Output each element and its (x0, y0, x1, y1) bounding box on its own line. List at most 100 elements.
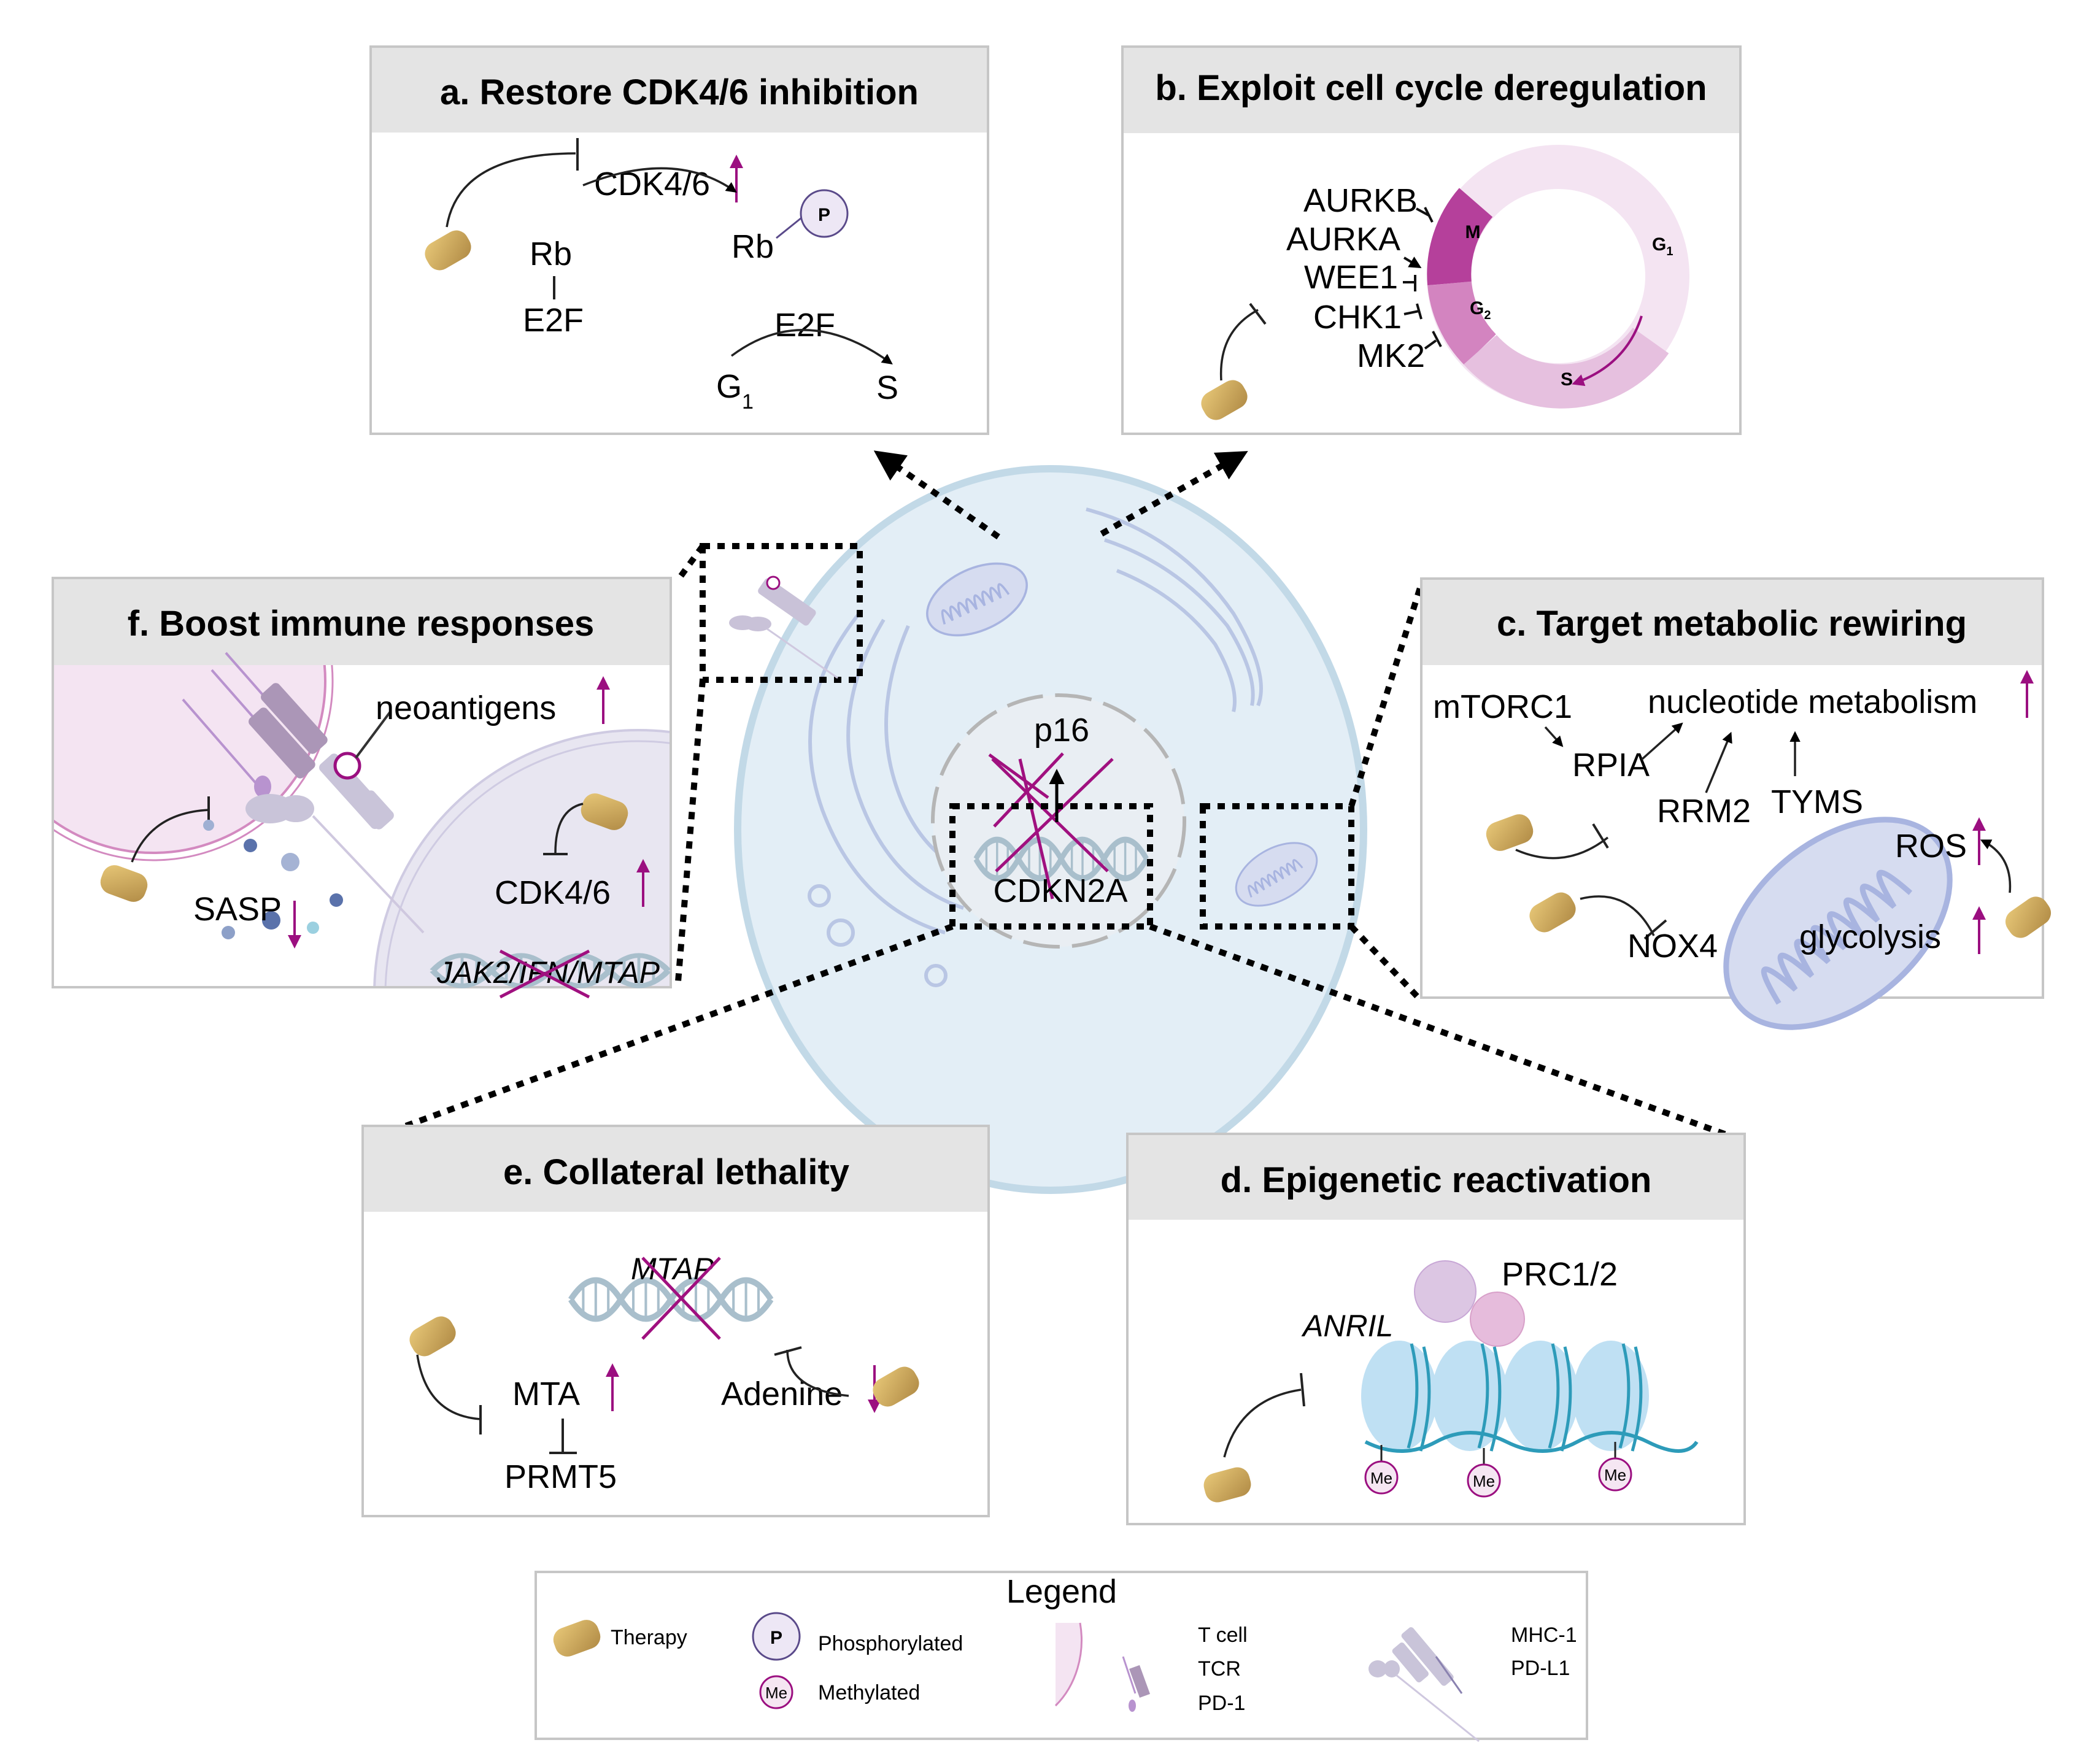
svg-text:Me: Me (1370, 1469, 1392, 1487)
panel-b-title: b. Exploit cell cycle deregulation (1155, 68, 1707, 108)
inhibition-arrow (1219, 309, 1259, 381)
panel-d: d. Epigenetic reactivation PRC1/2 ANRIL … (1126, 1133, 1746, 1525)
svg-text:G1: G1 (1652, 234, 1673, 258)
rb-label-left: Rb (530, 236, 572, 272)
panel-d-title: d. Epigenetic reactivation (1221, 1160, 1652, 1200)
inhibition-marks (1403, 207, 1442, 350)
sasp-particles-icon (203, 820, 343, 939)
mtorc1-label: mTORC1 (1433, 688, 1572, 725)
svg-text:M: M (1465, 222, 1481, 242)
ros-label: ROS (1895, 828, 1967, 865)
cross-mark (641, 1257, 721, 1340)
svg-text:P: P (770, 1628, 782, 1648)
legend-pd1: PD-1 (1198, 1692, 1245, 1715)
cross-mark-a (991, 758, 1109, 872)
panel-f: f. Boost immune responses neoantigens CD… (52, 577, 672, 999)
endoplasmic-reticulum-icon (808, 507, 1263, 987)
panel-e-title: e. Collateral lethality (503, 1152, 849, 1192)
panel-c-title: c. Target metabolic rewiring (1497, 604, 1967, 644)
neoantigens-label: neoantigens (376, 690, 556, 726)
phosphate-icon (752, 1612, 801, 1661)
phase-m (1427, 188, 1493, 286)
legend-pdl1: PD-L1 (1511, 1657, 1570, 1680)
legend-tcell: T cell (1198, 1623, 1248, 1647)
g1-to-s-arrow (730, 329, 893, 365)
inhibition-arrow (446, 152, 576, 228)
panel-c: c. Target metabolic rewiring mTORC1 nucl… (1420, 577, 2056, 1069)
panel-f-header (54, 579, 670, 665)
phase-s (1464, 327, 1669, 409)
panel-a-title: a. Restore CDK4/6 inhibition (440, 72, 919, 112)
nucleotide-metabolism-label: nucleotide metabolism (1648, 684, 1977, 720)
tcr-mhc-complex-icon (182, 652, 425, 934)
methyl-icon (1598, 1457, 1632, 1492)
zoom-box-mitochondrion (1200, 803, 1354, 930)
e2f-label-right: E2F (774, 307, 835, 344)
phosphate-icon (800, 189, 849, 238)
svg-text:S: S (1561, 369, 1573, 390)
legend-methylated: Methylated (818, 1681, 920, 1704)
panel-a: a. Restore CDK4/6 inhibition CDK4/6 Rb E… (369, 45, 989, 435)
mta-label: MTA (512, 1376, 580, 1412)
prc-label: PRC1/2 (1502, 1256, 1618, 1293)
svg-text:Me: Me (1473, 1472, 1495, 1490)
inhibition-arrow (1223, 1388, 1302, 1458)
svg-text:Me: Me (765, 1684, 787, 1702)
legend-tcell-icon (1054, 1622, 1151, 1712)
glycolysis-label: glycolysis (1799, 918, 1941, 955)
panel-e: e. Collateral lethality MTAP MTA PRMT5 A… (361, 1125, 990, 1517)
target-aurkb: AURKB (1303, 182, 1418, 219)
legend-mhc-pdl1-icon (1368, 1627, 1480, 1743)
inhibition-arrow (786, 1349, 849, 1397)
svg-text:G2: G2 (1470, 298, 1491, 322)
s-label: S (876, 369, 898, 406)
connector-c (1348, 585, 1424, 1003)
central-cell: p16 CDKN2A (379, 450, 1746, 1194)
prc2-icon (1470, 1292, 1525, 1347)
mtap-label: MTAP (631, 1252, 714, 1286)
neoantigen-icon (333, 752, 361, 780)
zoom-box-cdkn2a (949, 803, 1153, 930)
sasp-label: SASP (193, 891, 282, 928)
rpia-label: RPIA (1572, 747, 1650, 784)
panel-e-header (364, 1127, 987, 1212)
rrm2-label: RRM2 (1657, 793, 1751, 830)
prc1-icon (1414, 1260, 1477, 1323)
cycle-direction-arrow (1572, 315, 1643, 387)
panel-b: b. Exploit cell cycle deregulation M G2 … (1121, 45, 1742, 435)
connector-a (873, 450, 1000, 540)
activation-arrow (582, 167, 737, 193)
target-aurka: AURKA (1286, 221, 1400, 258)
panel-f-title: f. Boost immune responses (128, 604, 595, 644)
mhc-mini-icon (729, 576, 838, 679)
legend-therapy: Therapy (611, 1626, 687, 1649)
target-chk1: CHK1 (1313, 299, 1402, 336)
panel-d-header (1129, 1135, 1743, 1220)
methyl-marks: Me Me Me (1364, 1442, 1632, 1498)
cdkn2a-label: CDKN2A (993, 872, 1127, 909)
cross-mark-b (995, 758, 1114, 872)
rb-label-right: Rb (732, 228, 774, 265)
legend-tcr: TCR (1198, 1657, 1241, 1681)
inhibition-arrow (416, 1354, 482, 1420)
inhibition-arrow (1515, 836, 1609, 860)
anril-label: ANRIL (1301, 1309, 1393, 1343)
g1-label: G1 (716, 368, 754, 414)
panel-c-header (1423, 580, 2042, 665)
connector-b (1100, 451, 1248, 537)
inhibition-arrow (131, 809, 209, 863)
nucleosome-chain-icon (1361, 1341, 1699, 1453)
methyl-icon (1467, 1463, 1501, 1498)
panel-a-header (372, 48, 987, 133)
zoom-box-immune (700, 543, 863, 683)
p16-label: p16 (1034, 712, 1089, 749)
cross-mark (499, 949, 590, 999)
target-mk2: MK2 (1357, 337, 1425, 374)
legend-mhc1: MHC-1 (1511, 1623, 1577, 1647)
prmt5-label: PRMT5 (504, 1458, 617, 1495)
nox4-label: NOX4 (1627, 928, 1718, 965)
inhibition-arrow (1580, 895, 1655, 936)
tyms-label: TYMS (1771, 784, 1863, 820)
legend-title: Legend (1006, 1573, 1117, 1610)
